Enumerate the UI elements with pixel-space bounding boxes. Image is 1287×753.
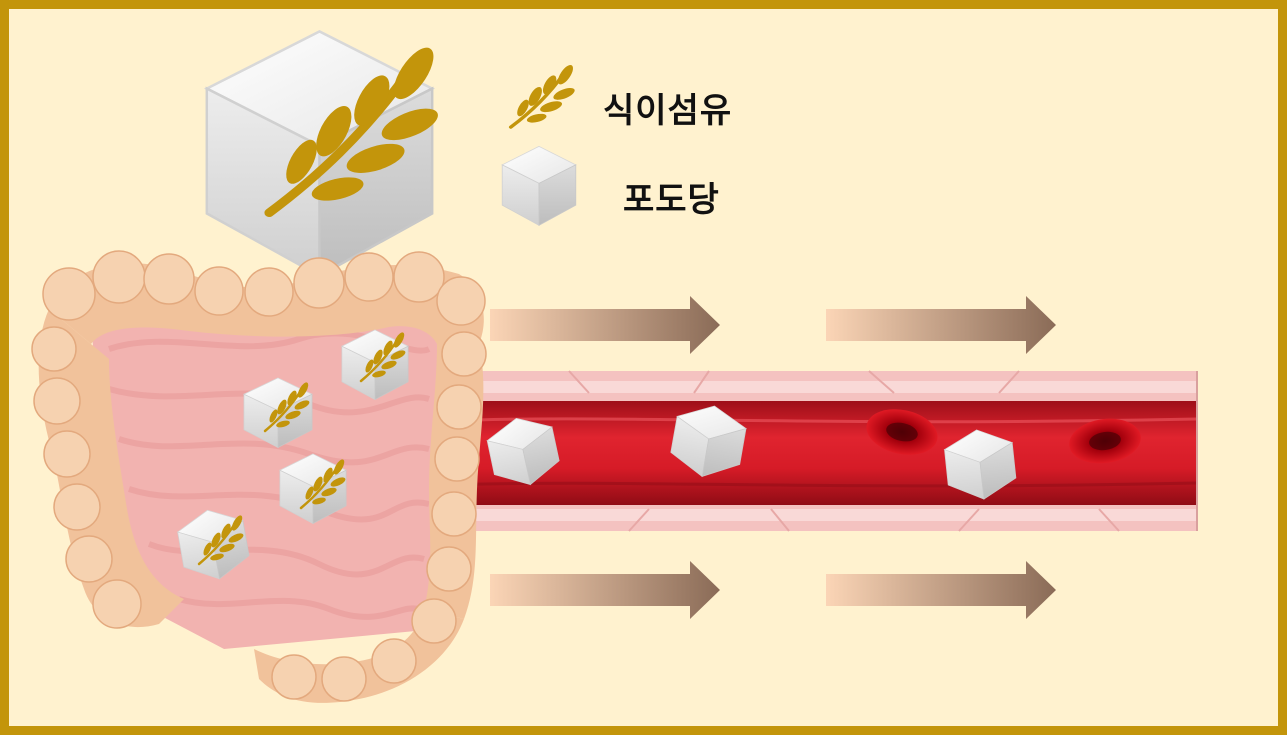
- arrow-top-right-icon: [826, 296, 1056, 354]
- arrow-bottom-left-icon: [490, 561, 720, 619]
- legend-fiber-label: 식이섬유: [603, 91, 733, 131]
- legend-glucose-label: 포도당: [623, 180, 720, 220]
- diagram-frame: 식이섬유 포도당: [0, 0, 1287, 735]
- legend-sugar-cube-icon: [501, 145, 577, 226]
- arrow-bottom-right-icon: [826, 561, 1056, 619]
- intestine: [31, 250, 487, 703]
- diagram-canvas: [31, 30, 1198, 703]
- arrow-top-left-icon: [490, 296, 720, 354]
- legend-wheat-icon: [508, 61, 579, 129]
